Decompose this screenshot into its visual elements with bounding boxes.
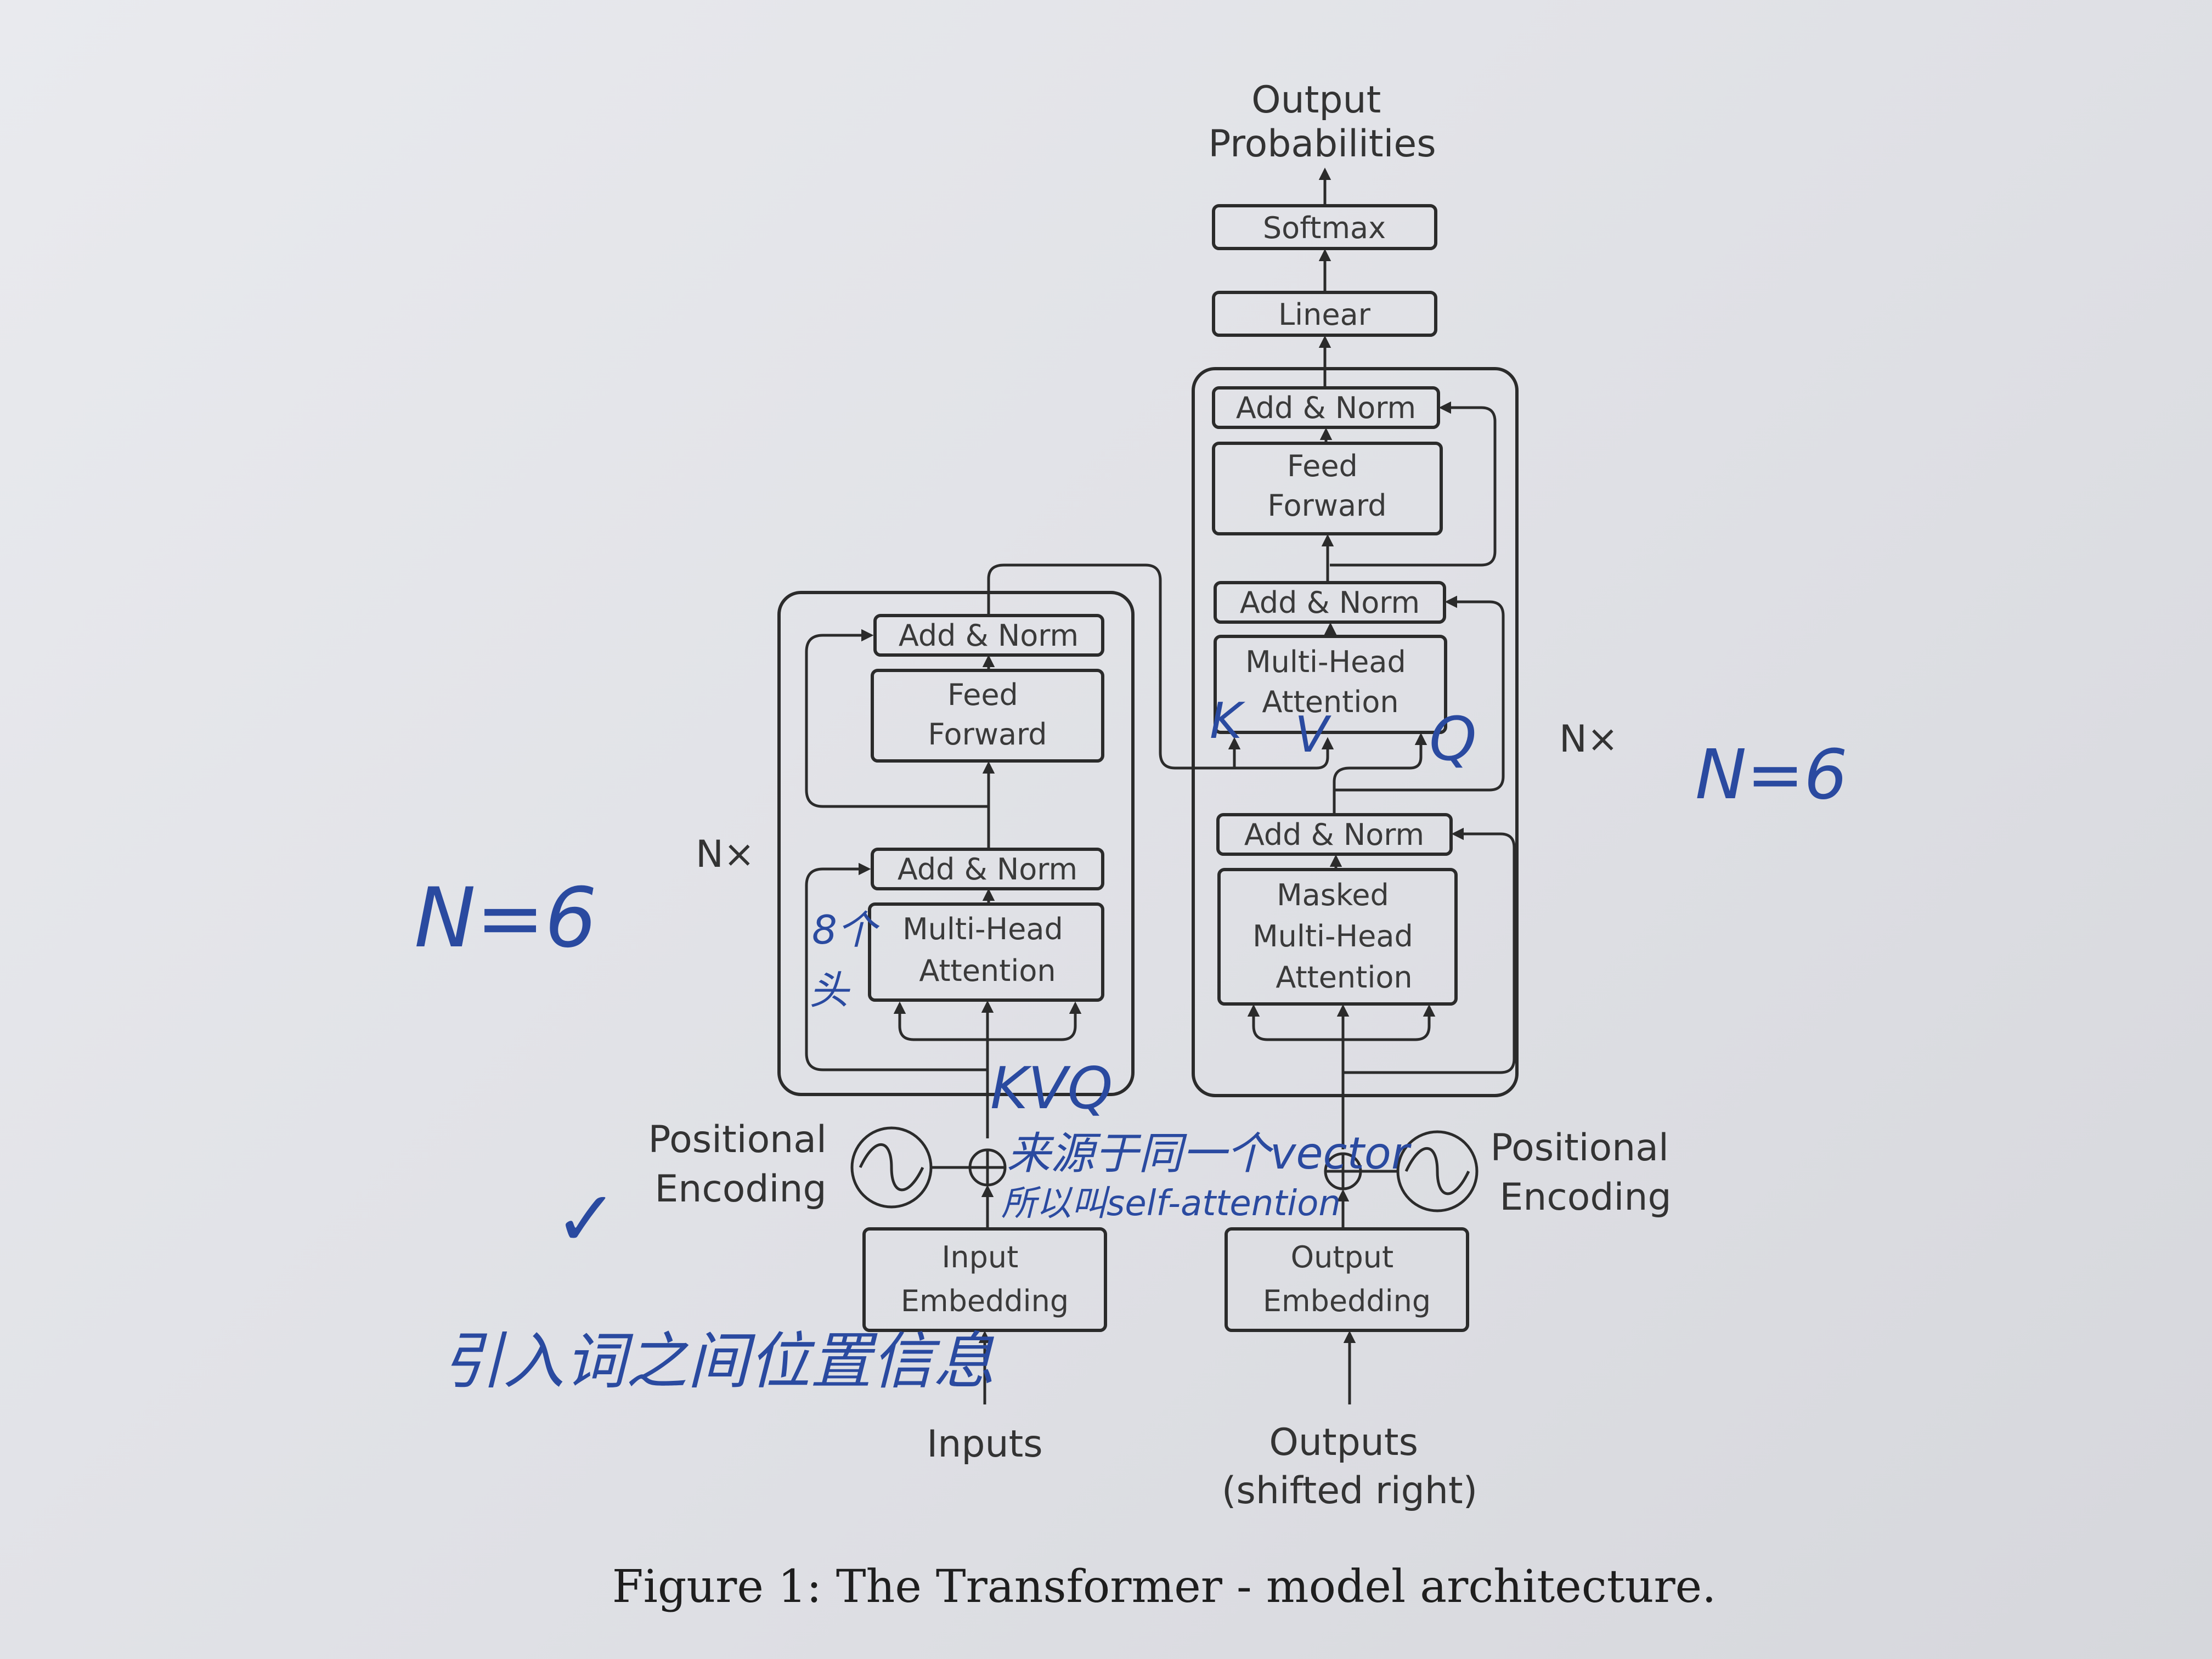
- note-same-vector: 来源于同一个vector: [1007, 1128, 1412, 1179]
- decoder-positional-encoding-label: Positional Encoding: [1491, 1126, 1681, 1219]
- encoder: Add & Norm Feed Forward Add & Norm Multi…: [648, 563, 1334, 1466]
- note-self-attention: 所以叫self-attention: [1001, 1183, 1341, 1224]
- decoder-add-circle: [1324, 1152, 1362, 1190]
- note-positional-info: 引入词之间位置信息: [442, 1326, 995, 1397]
- encoder-multi-head-attention-label: Multi-Head Attention: [902, 912, 1073, 988]
- note-q: Q: [1429, 704, 1477, 774]
- note-check: ✓: [554, 1175, 618, 1264]
- encoder-input-embedding-box: [862, 1227, 1107, 1332]
- decoder-outputs-label: Outputs (shifted right): [1222, 1421, 1477, 1513]
- note-v: V: [1295, 706, 1331, 764]
- encoder-positional-encoding-label: Positional Encoding: [648, 1118, 839, 1211]
- decoder-linear-label: Linear: [1278, 297, 1371, 332]
- decoder-output-probabilities-label: Output Probabilities: [1208, 78, 1436, 166]
- decoder-nx-label: N×: [1559, 718, 1618, 761]
- decoder-masked-attention-box: [1217, 868, 1458, 1006]
- encoder-add-norm-bottom-label: Add & Norm: [898, 852, 1077, 887]
- decoder-linear-box: [1212, 291, 1437, 337]
- decoder-residual-mid: [1334, 595, 1505, 792]
- encoder-feed-forward-label: Feed Forward: [928, 678, 1047, 752]
- encoder-sine-wave: [859, 1143, 924, 1192]
- decoder-add-norm-top-label: Add & Norm: [1236, 391, 1416, 425]
- encoder-attn-fork: [893, 1001, 988, 1041]
- encoder-to-decoder-line: [987, 563, 1234, 770]
- encoder-attn-fork-right: [988, 1001, 1082, 1041]
- figure-caption: Figure 1: The Transformer - model archit…: [612, 1561, 1717, 1613]
- decoder: Output Probabilities Softmax Linear Add …: [1192, 78, 1681, 1513]
- note-kvq: KVQ: [990, 1055, 1113, 1122]
- encoder-to-decoder-v: [1234, 737, 1334, 770]
- decoder-residual-bottom: [1343, 827, 1516, 1074]
- decoder-masked-attention-label: Masked Multi-Head Attention: [1252, 878, 1423, 995]
- encoder-frame: [777, 591, 1135, 1096]
- decoder-masked-fork-right: [1343, 1004, 1436, 1041]
- note-k: K: [1210, 692, 1245, 750]
- encoder-add-norm-top-label: Add & Norm: [899, 618, 1079, 653]
- decoder-frame: [1192, 367, 1519, 1097]
- decoder-feed-forward-label: Feed Forward: [1267, 449, 1386, 523]
- decoder-q-connector: [1333, 732, 1427, 815]
- decoder-softmax-label: Softmax: [1263, 211, 1386, 245]
- decoder-softmax-box: [1212, 204, 1437, 250]
- note-left-n: N=6: [414, 871, 597, 966]
- decoder-add-norm-bottom-label: Add & Norm: [1244, 817, 1424, 852]
- decoder-output-embedding-label: Output Embedding: [1263, 1240, 1431, 1318]
- note-heads: 8个 头: [809, 907, 889, 1013]
- encoder-input-embedding-label: Input Embedding: [901, 1240, 1069, 1318]
- decoder-positional-encoding-icon: [1396, 1130, 1479, 1212]
- handwritten-notes: N=6 N=6 8个 头 KVQ 来源于同一个vector 所以叫self-at…: [414, 692, 1848, 1397]
- decoder-residual-top: [1330, 401, 1497, 567]
- decoder-add-norm-top-box: [1212, 386, 1440, 429]
- encoder-multi-head-attention-box: [868, 902, 1104, 1002]
- encoder-nx-label: N×: [696, 833, 755, 876]
- decoder-masked-fork-left: [1247, 1004, 1343, 1041]
- decoder-add-norm-mid-box: [1214, 581, 1446, 624]
- decoder-multi-head-attention-label: Multi-Head Attention: [1245, 645, 1415, 719]
- decoder-sine-wave: [1404, 1147, 1470, 1195]
- encoder-residual-bottom: [805, 862, 988, 1071]
- encoder-residual-top: [805, 629, 989, 808]
- encoder-inputs-label: Inputs: [927, 1423, 1043, 1466]
- decoder-output-embedding-box: [1224, 1227, 1469, 1332]
- note-right-n: N=6: [1695, 735, 1848, 815]
- decoder-add-norm-mid-label: Add & Norm: [1240, 585, 1420, 620]
